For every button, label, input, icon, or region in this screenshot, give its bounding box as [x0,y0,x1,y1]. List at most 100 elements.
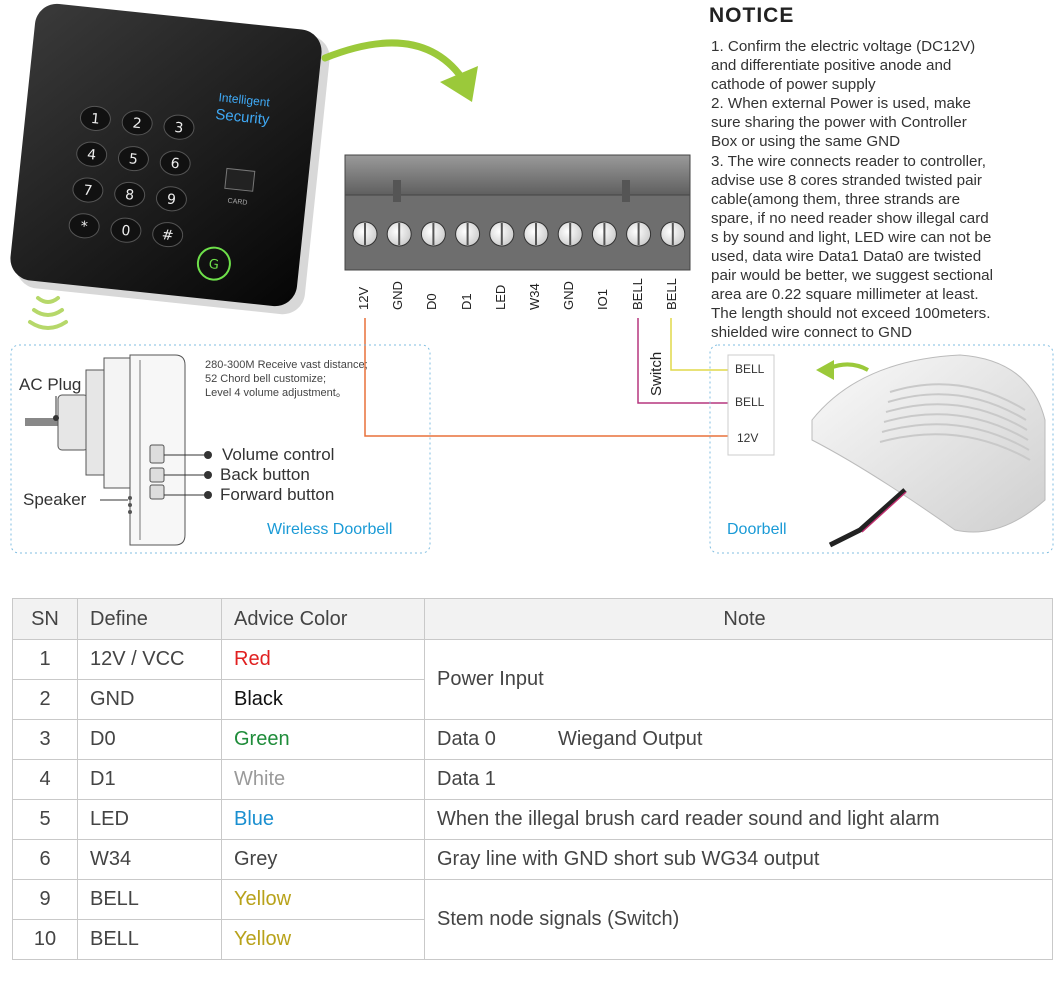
row-define: D1 [77,759,222,800]
keypad-key-label: 7 [83,183,94,200]
row-color: Yellow [221,919,425,960]
table-row: 5 LED Blue When the illegal brush card r… [12,799,1053,840]
row-color: Yellow [221,879,425,920]
row-note: Gray line with GND short sub WG34 output [424,839,1053,880]
row-note: When the illegal brush card reader sound… [424,799,1053,840]
spec-line: Level 4 volume adjustment。 [205,387,347,399]
row-sn: 4 [12,759,78,800]
small-arrow-icon [829,362,869,372]
keypad-key-label: * [80,219,89,236]
row-note: Power Input [424,639,1053,720]
notice-line: used, data wire Data1 Data0 are twisted [711,248,982,266]
table-row: 10 BELL Yellow [12,919,1053,960]
volume-control-label: Volume control [222,445,335,464]
terminal-pin-label: GND [561,281,577,310]
spec-line: 52 Chord bell customize; [205,373,327,385]
keypad-key [117,146,149,172]
header-note: Note [424,598,1053,640]
svg-text:G: G [208,257,220,273]
row-color: Blue [221,799,425,840]
wireless-doorbell-specs: 280-300M Receive vast distance; 52 Chord… [205,358,368,400]
row-define: D0 [77,719,222,760]
note-wiegand: Wiegand Output [557,728,703,750]
row-sn: 1 [12,639,78,680]
wireless-wave-icon [28,296,68,330]
keypad-key-label: 5 [128,151,139,168]
keypad-key-label: # [161,227,174,244]
row-define: W34 [77,839,222,880]
keypad-key-label: 9 [166,191,177,208]
forward-button-label: Forward button [220,485,335,504]
row-sn: 6 [12,839,78,880]
switch-label: Switch [648,351,665,396]
table-row: 3 D0 Green Data 0 Wiegand Output [12,719,1053,760]
notice-line: Box or using the same GND [711,133,901,151]
table-header-row: SN Define Advice Color Note [12,598,1053,640]
keypad-key-label: 8 [124,187,135,204]
row-define: BELL [77,879,222,920]
notice-line: The length should not exceed 100meters. [711,305,991,323]
keypad-key [121,110,153,136]
notice-line: advise use 8 cores stranded twisted pair [711,171,982,189]
wire-12v [364,318,728,437]
keypad-key [152,222,184,248]
keypad-key [159,150,191,176]
row-note: Stem node signals (Switch) [424,879,1053,960]
keypad-key-label: 6 [170,156,181,173]
notice-line: spare, if no need reader show illegal ca… [711,209,989,227]
row-color: Green [221,719,425,760]
back-button-label: Back button [220,465,310,484]
arrow-icon [321,39,466,82]
table-row: 4 D1 White Data 1 [12,759,1053,800]
card-sensor-icon [196,246,231,281]
notice-line: shielded wire connect to GND [711,324,912,342]
notice-text: 1. Confirm the electric voltage (DC12V) a… [711,37,1056,343]
svg-text:Intelligent: Intelligent [218,90,271,109]
notice-line: pair would be better, we suggest section… [711,267,993,285]
table-row: 2 GND Black [12,679,1053,720]
row-define: 12V / VCC [77,639,222,680]
row-define: GND [77,679,222,720]
keypad-key-label: 2 [132,115,143,132]
terminal-pin-label: W34 [527,283,542,310]
notice-line: 2. When external Power is used, make [711,95,971,113]
row-sn: 3 [12,719,78,760]
wireless-doorbell-box [10,344,431,554]
doorbell-box [709,344,1054,554]
terminal-pin-label: D1 [458,293,474,310]
doorbell-caption: Doorbell [727,521,787,538]
wire-bell-switch [637,318,728,404]
row-sn: 2 [12,679,78,720]
notice-line: sure sharing the power with Controller [711,114,967,132]
doorbell-terminal-bell-1: BELL [735,362,765,376]
table-row: 9 BELL Yellow Stem node signals (Switch) [12,879,1053,960]
notice-line: and differentiate positive anode and [711,57,952,75]
notice-line: area are 0.22 square millimeter at least… [711,286,979,304]
row-define: BELL [77,919,222,960]
notice-line: 1. Confirm the electric voltage (DC12V) [711,38,976,55]
doorbell-terminal-12v: 12V [737,431,759,445]
terminal-pin-label: GND [390,281,406,310]
row-define: LED [77,799,222,840]
svg-text:CARD: CARD [227,198,247,207]
terminal-pin-label: D0 [424,293,440,310]
doorbell-terminal-bell-2: BELL [735,395,765,409]
notice-line: s by sound and light, LED wire can not b… [711,228,992,246]
header-define: Define [77,598,222,640]
terminal-block [344,154,691,271]
keypad-key [72,177,104,203]
speaker-label: Speaker [23,490,87,509]
wire-definition-table: SN Define Advice Color Note 1 12V / VCC … [12,598,1053,960]
note-data0: Data 0 [437,728,496,750]
table-row: 6 W34 Grey Gray line with GND short sub … [12,839,1053,880]
wireless-doorbell-device [25,354,212,546]
terminal-pin-label: BELL [663,278,679,310]
keypad-key [163,114,195,140]
terminal-pin-label: LED [492,284,508,310]
ac-plug-label: AC Plug [19,375,82,394]
row-sn: 9 [12,879,78,920]
row-sn: 10 [12,919,78,960]
spec-line: 280-300M Receive vast distance; [205,359,368,371]
